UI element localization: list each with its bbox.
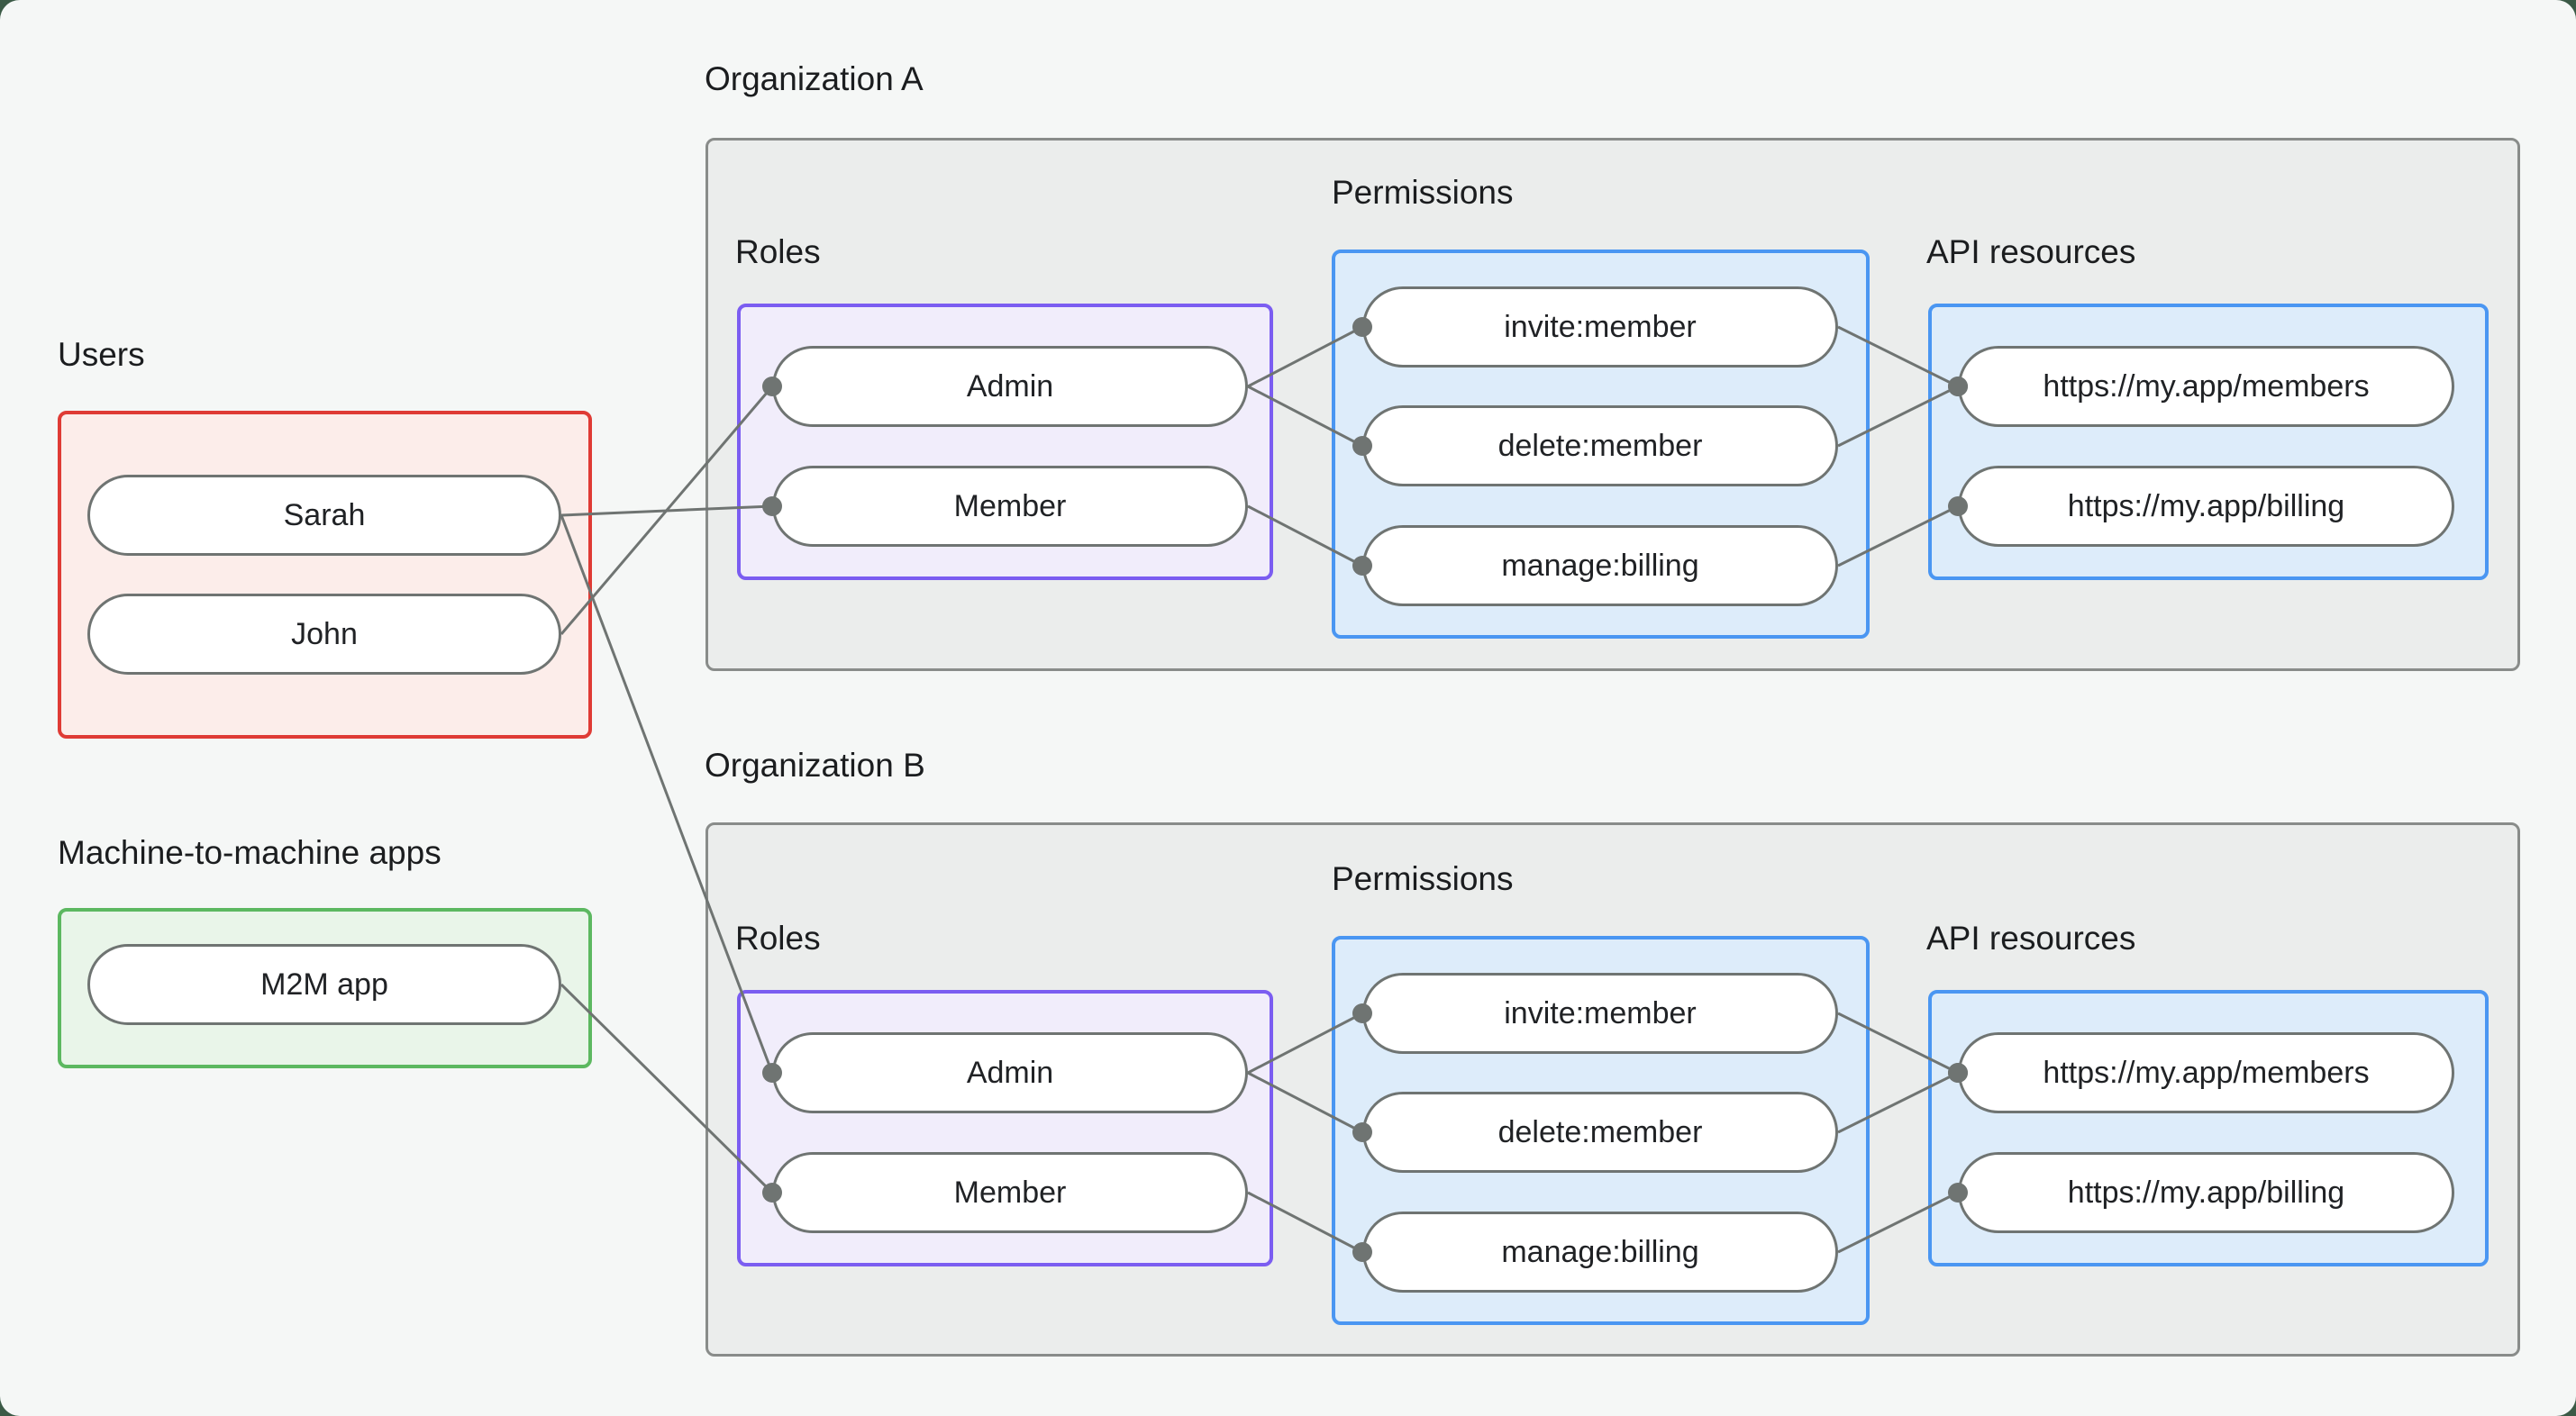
node-admin-org-b: Admin [772,1032,1248,1113]
node-member-org-a: Member [772,466,1248,547]
org-b-roles-label: Roles [735,920,821,957]
node-delete-org-b: delete:member [1362,1092,1838,1173]
org-a-api-label: API resources [1926,233,2136,270]
org-b-permissions-label: Permissions [1332,860,1514,897]
node-invite-org-a: invite:member [1362,286,1838,368]
org-a-label: Organization A [705,60,924,97]
org-b-label: Organization B [705,747,925,784]
node-admin-org-a: Admin [772,346,1248,427]
node-sarah: Sarah [87,475,561,556]
users-group-label: Users [58,336,145,373]
node-manage-org-b: manage:billing [1362,1212,1838,1293]
node-billing-api-b: https://my.app/billing [1958,1152,2454,1233]
org-a-permissions-label: Permissions [1332,174,1514,211]
node-delete-org-a: delete:member [1362,405,1838,486]
node-invite-org-b: invite:member [1362,973,1838,1054]
node-member-org-b: Member [772,1152,1248,1233]
node-john: John [87,594,561,675]
org-b-api-label: API resources [1926,920,2136,957]
node-manage-org-a: manage:billing [1362,525,1838,606]
org-a-roles-label: Roles [735,233,821,270]
users-group-box [58,411,592,739]
m2m-group-label: Machine-to-machine apps [58,834,441,871]
node-billing-api-a: https://my.app/billing [1958,466,2454,547]
node-m2m-app: M2M app [87,944,561,1025]
node-members-api-a: https://my.app/members [1958,346,2454,427]
node-members-api-b: https://my.app/members [1958,1032,2454,1113]
